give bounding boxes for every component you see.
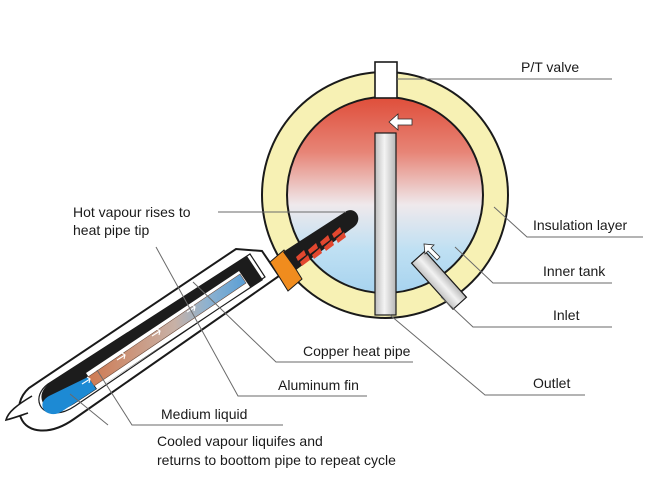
- label-hot-vapour-line1: Hot vapour rises to: [73, 204, 191, 220]
- label-outlet: Outlet: [533, 375, 570, 391]
- leader-lines: [69, 78, 643, 426]
- label-aluminum-fin: Aluminum fin: [278, 377, 359, 393]
- outlet-flow-arrow-icon: [388, 113, 413, 131]
- evacuated-tube: [4, 210, 359, 432]
- inlet-pipe: [410, 250, 468, 311]
- label-medium-liquid: Medium liquid: [161, 406, 247, 422]
- label-insulation-layer: Insulation layer: [533, 217, 628, 233]
- medium-liquid: [42, 377, 96, 415]
- label-cooled-vapour-line1: Cooled vapour liquifes and: [157, 433, 323, 449]
- vapour-flow-arrows: [81, 304, 196, 385]
- label-inner-tank: Inner tank: [543, 263, 606, 279]
- copper-sleeve: [269, 249, 303, 292]
- label-cooled-vapour-line2: returns to boottom pipe to repeat cycle: [157, 452, 396, 468]
- label-hot-vapour-line2: heat pipe tip: [73, 222, 149, 238]
- inlet-flow-arrow-icon: [423, 243, 441, 261]
- hot-vapour-arrows: [296, 227, 346, 266]
- copper-heat-pipe: [87, 273, 247, 387]
- pt-valve: [374, 61, 398, 99]
- outlet-pipe: [374, 132, 397, 316]
- label-inlet: Inlet: [553, 307, 580, 323]
- label-pt-valve: P/T valve: [521, 59, 579, 75]
- label-copper-heat-pipe: Copper heat pipe: [303, 343, 411, 359]
- storage-tank: [261, 61, 509, 319]
